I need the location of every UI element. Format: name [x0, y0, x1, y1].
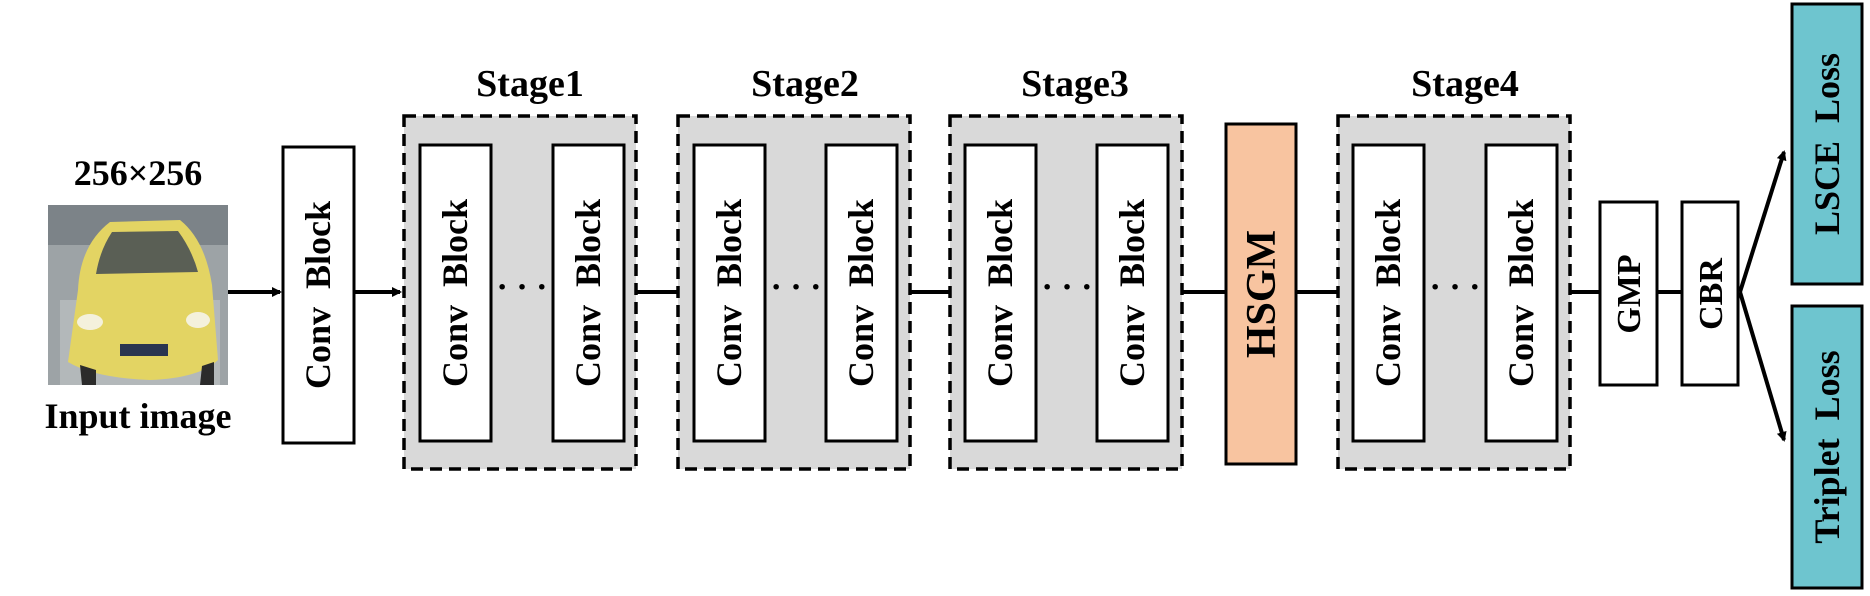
stage-4-block-b-label: Conv Block: [1501, 199, 1541, 387]
stage-2-title: Stage2: [751, 63, 859, 105]
stage-4: Stage4 Conv Block Conv Block · · ·: [1336, 63, 1572, 471]
input-caption: Input image: [44, 396, 231, 436]
stage-2-block-a-label: Conv Block: [709, 199, 749, 387]
stage-1: Stage1 Conv Block Conv Block · · ·: [402, 63, 638, 471]
stage-3-block-a-label: Conv Block: [980, 199, 1020, 387]
arrow-cbr-to-triplet: [1738, 291, 1787, 442]
car-icon: [68, 220, 218, 385]
stage-3-block-b-label: Conv Block: [1112, 199, 1152, 387]
stage-3: Stage3 Conv Block Conv Block · · ·: [948, 63, 1184, 471]
triplet-loss-label: Triplet Loss: [1807, 350, 1847, 543]
stage-1-block-b-label: Conv Block: [568, 199, 608, 387]
stage-2-block-b-label: Conv Block: [841, 199, 881, 387]
hsgm-module: HSGM: [1224, 122, 1298, 466]
lsce-loss-label: LSCE Loss: [1807, 53, 1847, 235]
arrow-cbr-to-lsce: [1738, 150, 1787, 293]
stage-1-dots: · · ·: [496, 269, 547, 306]
cbr-label: CBR: [1693, 258, 1730, 330]
stage-4-title: Stage4: [1411, 63, 1519, 105]
triplet-loss-block: Triplet Loss: [1790, 304, 1864, 590]
stage-1-block-a-label: Conv Block: [435, 199, 475, 387]
stage-1-title: Stage1: [476, 63, 584, 105]
gmp-block: GMP: [1598, 200, 1659, 387]
input-image: 256×256 Input image: [44, 153, 231, 436]
stage-3-dots: · · ·: [1041, 269, 1092, 306]
gmp-label: GMP: [1611, 254, 1648, 333]
stage-2: Stage2 Conv Block Conv Block · · ·: [676, 63, 912, 471]
stage-2-dots: · · ·: [770, 269, 821, 306]
lsce-loss-block: LSCE Loss: [1790, 2, 1864, 286]
cbr-block: CBR: [1680, 200, 1740, 387]
stage-4-dots: · · ·: [1429, 269, 1480, 306]
stem-conv-block-label: Conv Block: [298, 201, 338, 389]
input-size-label: 256×256: [74, 153, 203, 193]
stage-4-block-a-label: Conv Block: [1368, 199, 1408, 387]
hsgm-label: HSGM: [1239, 230, 1285, 358]
stem-conv-block: Conv Block: [281, 145, 356, 445]
stage-3-title: Stage3: [1021, 63, 1129, 105]
